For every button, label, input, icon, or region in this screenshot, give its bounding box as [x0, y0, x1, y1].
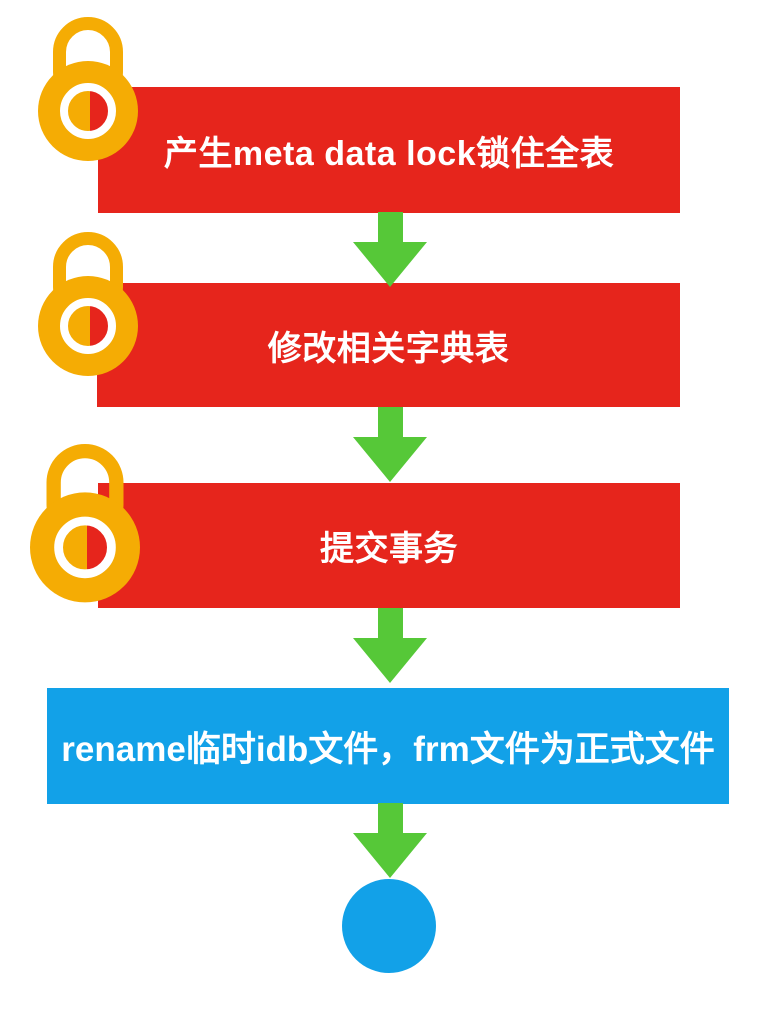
- arrow-stem: [377, 212, 403, 242]
- end-circle: [342, 879, 436, 973]
- arrow-head: [353, 638, 427, 683]
- lock-icon: [38, 17, 148, 163]
- down-arrow-icon: [353, 407, 427, 482]
- lock-keyhole-icon: [60, 298, 116, 354]
- flow-step-rename-files: rename临时idb文件，frm文件为正式文件: [47, 688, 729, 804]
- flow-step-commit-transaction: 提交事务: [98, 483, 680, 608]
- arrow-stem: [377, 803, 403, 833]
- lock-icon: [30, 444, 151, 605]
- arrow-head: [353, 242, 427, 287]
- down-arrow-icon: [353, 212, 427, 287]
- lock-keyhole-icon: [60, 83, 116, 139]
- step-label: 修改相关字典表: [267, 329, 510, 368]
- arrow-head: [353, 437, 427, 482]
- step-label: rename临时idb文件，frm文件为正式文件: [61, 729, 715, 769]
- lock-icon: [38, 232, 148, 378]
- down-arrow-icon: [353, 608, 427, 683]
- flow-step-modify-dictionary: 修改相关字典表: [97, 283, 680, 407]
- arrow-stem: [377, 608, 403, 638]
- down-arrow-icon: [353, 803, 427, 878]
- arrow-stem: [377, 407, 403, 437]
- flow-step-meta-data-lock: 产生meta data lock锁住全表: [98, 87, 680, 213]
- arrow-head: [353, 833, 427, 878]
- lock-keyhole-icon: [54, 516, 116, 579]
- step-label: 提交事务: [320, 530, 458, 568]
- step-label: 产生meta data lock锁住全表: [163, 134, 615, 173]
